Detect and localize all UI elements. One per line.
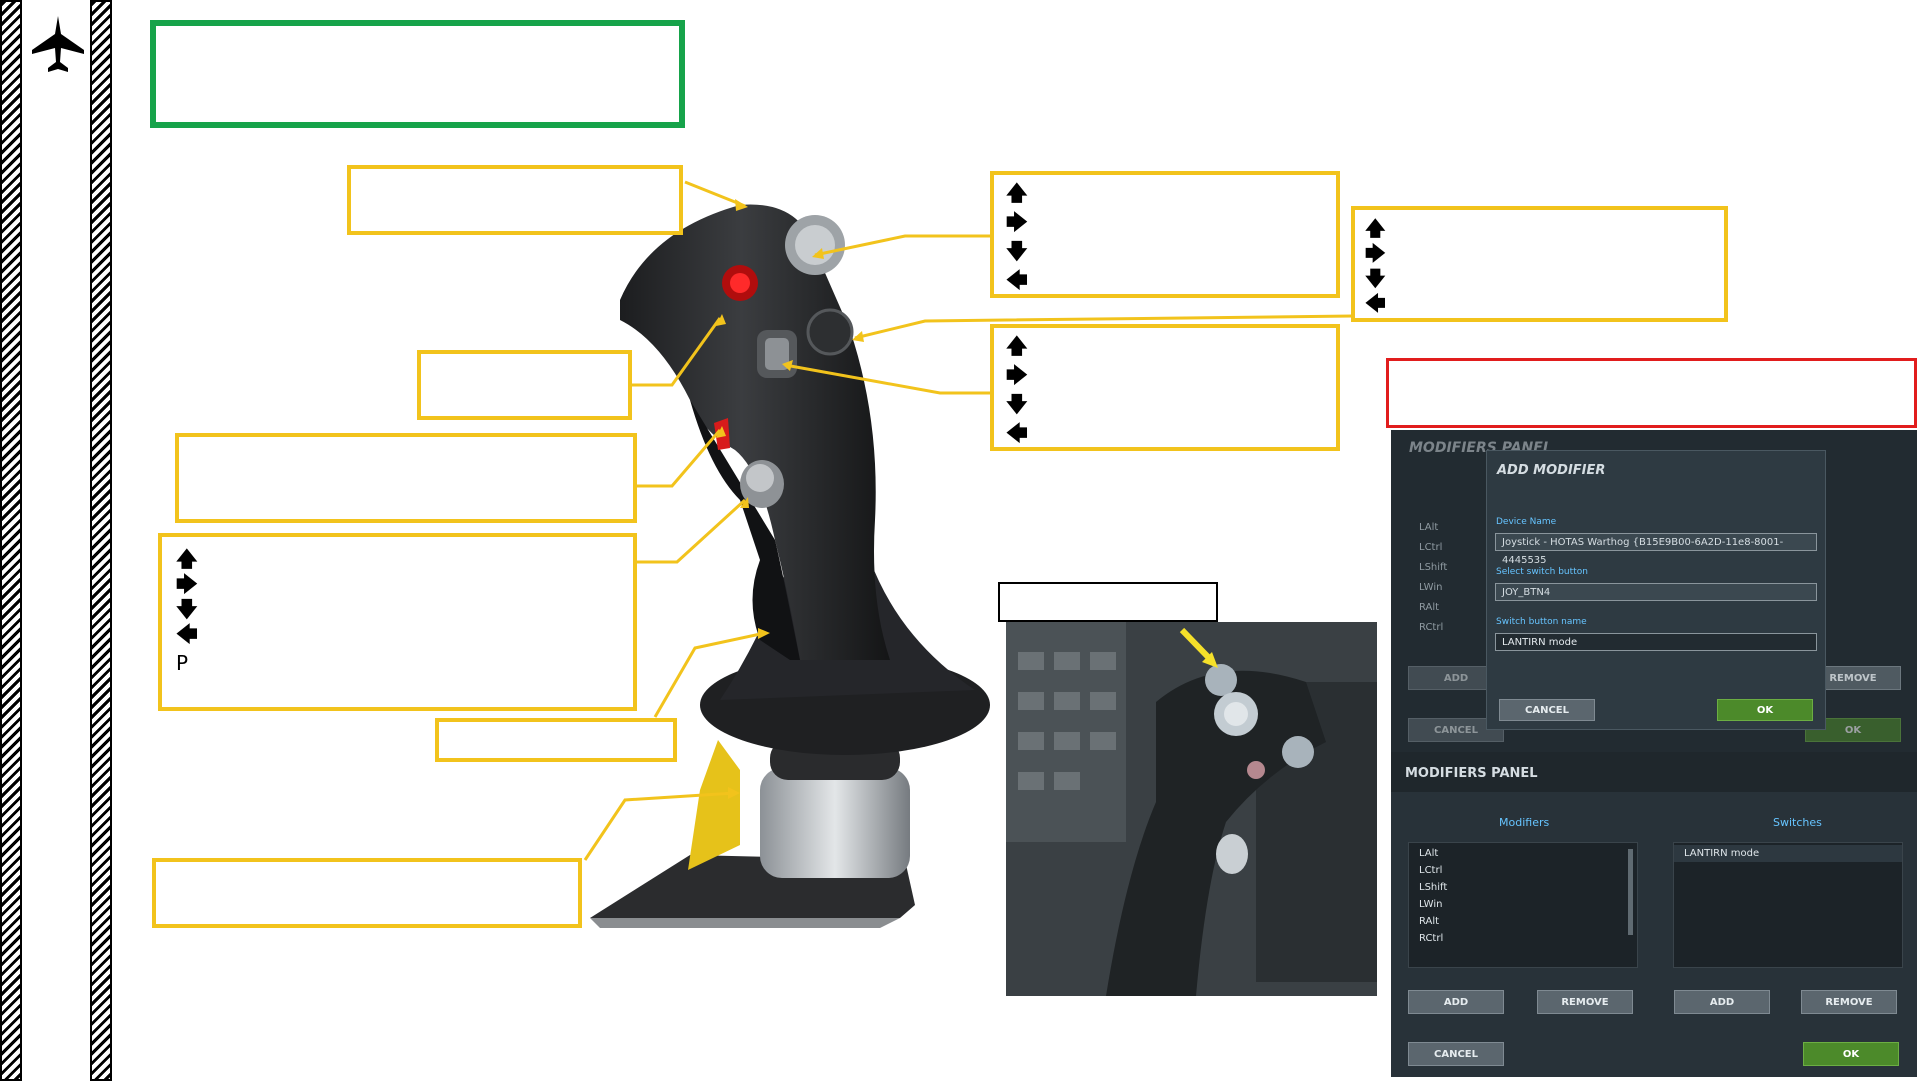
modifiers-panel: MODIFIERS PANEL Modifiers Switches LAlt … <box>1391 752 1917 1077</box>
switch-button-select[interactable]: JOY_BTN4 <box>1495 583 1817 601</box>
up-arrow-icon: 🡅 <box>1365 216 1386 240</box>
callout-box-upper-left <box>417 350 632 420</box>
right-hatch-stripe <box>90 0 112 1081</box>
warning-box <box>1386 358 1917 428</box>
callout-box-right: 🡅 🡆 🡇 🡄 <box>1351 206 1728 322</box>
callout-box-mid-left <box>175 433 637 523</box>
add-modifier-dialog: ADD MODIFIER Device Name Joystick - HOTA… <box>1486 450 1826 730</box>
bg-modifier-item: LCtrl <box>1419 542 1443 553</box>
modifiers-ok-button[interactable]: OK <box>1803 1042 1899 1066</box>
list-item[interactable]: LWin <box>1419 899 1443 910</box>
switch-name-input[interactable]: LANTIRN mode <box>1495 633 1817 651</box>
left-arrow-icon: 🡄 <box>1006 268 1028 292</box>
cockpit-throttle-hat-photo <box>1006 622 1377 996</box>
bg-modifier-item: LShift <box>1419 562 1448 573</box>
title-box <box>150 20 685 128</box>
modifiers-remove-button[interactable]: REMOVE <box>1537 990 1633 1014</box>
left-arrow-icon: 🡄 <box>1006 421 1028 445</box>
right-arrow-icon: 🡆 <box>1006 210 1028 234</box>
right-arrow-icon: 🡆 <box>176 572 198 596</box>
add-modifier-title: ADD MODIFIER <box>1497 463 1606 478</box>
down-arrow-icon: 🡇 <box>176 597 198 621</box>
add-modifier-cancel-button[interactable]: CANCEL <box>1499 699 1595 721</box>
left-hatch-stripe <box>0 0 22 1081</box>
list-item[interactable]: LANTIRN mode <box>1674 845 1902 862</box>
switches-remove-button[interactable]: REMOVE <box>1801 990 1897 1014</box>
bg-modifier-item: LWin <box>1419 582 1443 593</box>
modifiers-header: Modifiers <box>1499 816 1550 829</box>
down-arrow-icon: 🡇 <box>1365 266 1386 290</box>
up-arrow-icon: 🡅 <box>1006 334 1028 358</box>
up-arrow-icon: 🡅 <box>176 547 198 571</box>
switches-add-button[interactable]: ADD <box>1674 990 1770 1014</box>
modifiers-list[interactable]: LAlt LCtrl LShift LWin RAlt RCtrl <box>1408 842 1638 968</box>
add-modifier-ok-button[interactable]: OK <box>1717 699 1813 721</box>
down-arrow-icon: 🡇 <box>1006 239 1028 263</box>
callout-box-dms: 🡅 🡆 🡇 🡄 <box>990 324 1340 451</box>
switch-name-label: Switch button name <box>1496 617 1587 627</box>
list-scrollbar[interactable] <box>1628 849 1633 935</box>
modifiers-cancel-button[interactable]: CANCEL <box>1408 1042 1504 1066</box>
callout-box-hat-left: 🡅 🡆 🡇 🡄 P <box>158 533 637 711</box>
callout-box-bottom <box>152 858 582 928</box>
modifiers-add-button[interactable]: ADD <box>1408 990 1504 1014</box>
switches-header: Switches <box>1773 816 1822 829</box>
right-arrow-icon: 🡆 <box>1365 241 1386 265</box>
list-item[interactable]: LShift <box>1419 882 1448 893</box>
modifiers-panel-title: MODIFIERS PANEL <box>1405 766 1538 781</box>
list-item[interactable]: RCtrl <box>1419 933 1444 944</box>
up-arrow-icon: 🡅 <box>1006 181 1028 205</box>
bg-modifier-item: LAlt <box>1419 522 1439 533</box>
fighter-jet-icon <box>32 16 84 72</box>
photo-caption-box <box>998 582 1218 622</box>
list-item[interactable]: LAlt <box>1419 848 1439 859</box>
callout-box-tms: 🡅 🡆 🡇 🡄 <box>990 171 1340 298</box>
device-name-label: Device Name <box>1496 517 1557 527</box>
callout-box-top <box>347 165 683 235</box>
right-arrow-icon: 🡆 <box>1006 363 1028 387</box>
device-name-select[interactable]: Joystick - HOTAS Warthog {B15E9B00-6A2D-… <box>1495 533 1817 566</box>
list-item[interactable]: RAlt <box>1419 916 1440 927</box>
down-arrow-icon: 🡇 <box>1006 392 1028 416</box>
press-label: P <box>176 651 189 675</box>
bg-modifier-item: RAlt <box>1419 602 1440 613</box>
switches-list[interactable]: LANTIRN mode <box>1673 842 1903 968</box>
switch-button-label: Select switch button <box>1496 567 1588 577</box>
left-arrow-icon: 🡄 <box>1365 291 1386 315</box>
left-arrow-icon: 🡄 <box>176 622 198 646</box>
bg-modifier-item: RCtrl <box>1419 622 1444 633</box>
list-item[interactable]: LCtrl <box>1419 865 1443 876</box>
callout-box-small-bottom <box>435 718 677 762</box>
